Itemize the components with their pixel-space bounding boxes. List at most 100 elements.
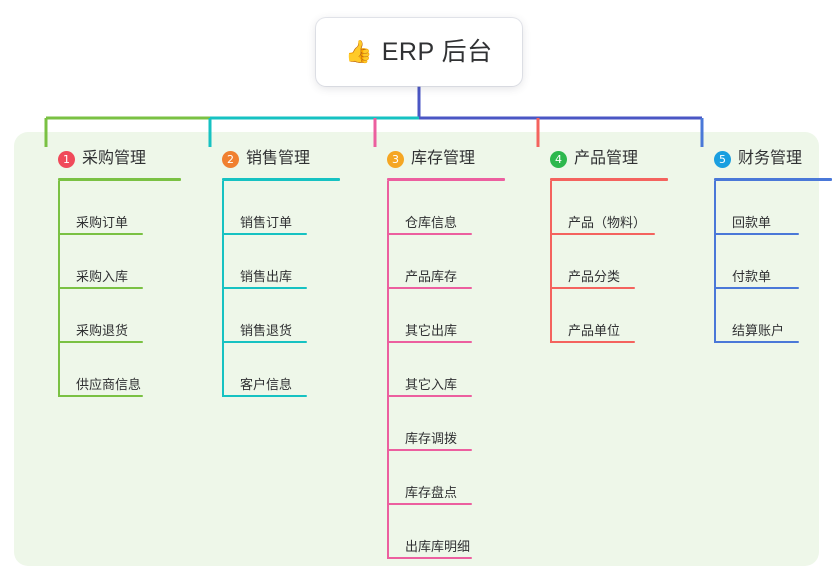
menu-item-label: 付款单 <box>732 269 772 285</box>
menu-item-underline <box>387 287 472 289</box>
menu-item-label: 采购入库 <box>76 269 129 285</box>
root-node-title: ERP 后台 <box>381 37 493 66</box>
menu-item-label: 仓库信息 <box>405 215 458 231</box>
column-header-1[interactable]: 1 采购管理 <box>36 146 202 172</box>
menu-item-label: 产品（物料） <box>568 215 647 231</box>
menu-item-underline <box>58 233 143 235</box>
column-underline <box>714 178 832 181</box>
column-underline <box>387 178 505 181</box>
menu-item[interactable]: 库存调拨 <box>387 397 531 451</box>
menu-item-label: 采购退货 <box>76 323 129 339</box>
column-title: 产品管理 <box>574 150 639 167</box>
column-title: 库存管理 <box>411 150 476 167</box>
column-underline <box>222 178 340 181</box>
menu-item[interactable]: 销售退货 <box>222 289 366 343</box>
menu-item[interactable]: 库存盘点 <box>387 451 531 505</box>
column-badge-icon: 3 <box>387 150 404 168</box>
menu-item-label: 采购订单 <box>76 215 129 231</box>
column-title: 采购管理 <box>82 150 147 167</box>
menu-item-underline <box>387 341 472 343</box>
column-badge-icon: 1 <box>58 150 75 168</box>
menu-item[interactable]: 产品单位 <box>550 289 694 343</box>
diagram-panel <box>14 132 819 566</box>
menu-item-underline <box>550 287 635 289</box>
menu-item[interactable]: 客户信息 <box>222 343 366 397</box>
menu-item-underline <box>222 233 307 235</box>
column-spine <box>58 181 60 397</box>
menu-item-label: 销售出库 <box>240 269 293 285</box>
column-underline <box>550 178 668 181</box>
menu-item-label: 库存调拨 <box>405 431 458 447</box>
menu-item-underline <box>550 341 635 343</box>
root-node-card[interactable]: 👍 ERP 后台 <box>316 18 522 86</box>
menu-item-label: 销售订单 <box>240 215 293 231</box>
menu-item-underline <box>387 395 472 397</box>
column-items: 产品（物料） 产品分类产品单位 <box>550 181 694 343</box>
menu-item-label: 销售退货 <box>240 323 293 339</box>
menu-item-label: 库存盘点 <box>405 485 458 501</box>
column-spine <box>387 181 389 559</box>
menu-item-label: 结算账户 <box>732 323 785 339</box>
menu-item[interactable]: 销售订单 <box>222 181 366 235</box>
menu-item[interactable]: 供应商信息 <box>58 343 202 397</box>
menu-item-underline <box>58 341 143 343</box>
menu-item[interactable]: 采购退货 <box>58 289 202 343</box>
menu-item[interactable]: 回款单 <box>714 181 839 235</box>
menu-item-label: 回款单 <box>732 215 772 231</box>
menu-item[interactable]: 其它出库 <box>387 289 531 343</box>
menu-item-label: 产品分类 <box>568 269 621 285</box>
menu-item[interactable]: 仓库信息 <box>387 181 531 235</box>
menu-item[interactable]: 销售出库 <box>222 235 366 289</box>
menu-item[interactable]: 产品分类 <box>550 235 694 289</box>
column-title: 销售管理 <box>246 150 311 167</box>
column-5: 5 财务管理回款单付款单结算账户 <box>692 146 839 343</box>
menu-item[interactable]: 结算账户 <box>714 289 839 343</box>
menu-item-label: 其它入库 <box>405 377 458 393</box>
column-header-5[interactable]: 5 财务管理 <box>692 146 839 172</box>
column-items: 采购订单采购入库采购退货供应商信息 <box>58 181 202 397</box>
menu-item-underline <box>714 341 799 343</box>
menu-item-underline <box>714 233 799 235</box>
column-2: 2 销售管理销售订单销售出库销售退货客户信息 <box>200 146 366 397</box>
menu-item-underline <box>58 395 143 397</box>
menu-item-underline <box>387 557 472 559</box>
menu-item-underline <box>222 287 307 289</box>
menu-item[interactable]: 产品（物料） <box>550 181 694 235</box>
menu-item-underline <box>222 395 307 397</box>
column-header-2[interactable]: 2 销售管理 <box>200 146 366 172</box>
thumbs-up-icon: 👍 <box>345 39 373 64</box>
menu-item-label: 供应商信息 <box>76 377 142 393</box>
column-spine <box>222 181 224 397</box>
menu-item[interactable]: 采购订单 <box>58 181 202 235</box>
column-spine <box>714 181 716 343</box>
menu-item-underline <box>222 341 307 343</box>
column-underline <box>58 178 181 181</box>
menu-item-underline <box>714 287 799 289</box>
column-spine <box>550 181 552 343</box>
column-items: 回款单付款单结算账户 <box>714 181 839 343</box>
menu-item-underline <box>550 233 655 235</box>
menu-item[interactable]: 采购入库 <box>58 235 202 289</box>
column-items: 仓库信息产品库存其它出库其它入库库存调拨库存盘点出库库明细 <box>387 181 531 559</box>
column-title: 财务管理 <box>738 150 803 167</box>
menu-item[interactable]: 其它入库 <box>387 343 531 397</box>
menu-item-underline <box>387 449 472 451</box>
menu-item-underline <box>387 503 472 505</box>
menu-item-label: 其它出库 <box>405 323 458 339</box>
column-1: 1 采购管理采购订单采购入库采购退货供应商信息 <box>36 146 202 397</box>
column-badge-icon: 4 <box>550 150 567 168</box>
menu-item-label: 出库库明细 <box>405 539 471 555</box>
column-badge-icon: 5 <box>714 150 731 168</box>
menu-item-label: 产品库存 <box>405 269 458 285</box>
menu-item[interactable]: 出库库明细 <box>387 505 531 559</box>
column-3: 3 库存管理仓库信息产品库存其它出库其它入库库存调拨库存盘点出库库明细 <box>365 146 531 559</box>
column-badge-icon: 2 <box>222 150 239 168</box>
column-4: 4 产品管理产品（物料） 产品分类产品单位 <box>528 146 694 343</box>
column-header-4[interactable]: 4 产品管理 <box>528 146 694 172</box>
menu-item[interactable]: 产品库存 <box>387 235 531 289</box>
menu-item[interactable]: 付款单 <box>714 235 839 289</box>
column-header-3[interactable]: 3 库存管理 <box>365 146 531 172</box>
menu-item-label: 客户信息 <box>240 377 293 393</box>
menu-item-underline <box>387 233 472 235</box>
